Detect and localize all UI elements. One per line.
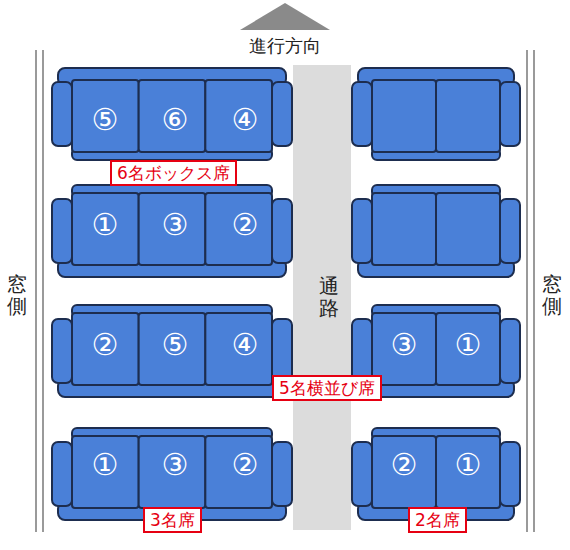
seat-cushion	[205, 193, 272, 265]
seat-armrest	[52, 199, 72, 263]
seat-cushion	[436, 313, 500, 385]
seat-armrest	[272, 82, 292, 146]
seat-cushion	[372, 193, 436, 265]
seat-armrest	[272, 199, 292, 263]
seat-armrest	[272, 319, 292, 383]
seat-type-label: 3名席	[150, 510, 195, 530]
seat-group	[52, 68, 520, 520]
seat-type-box: 2名席	[408, 507, 467, 533]
seat-number: ④	[232, 330, 259, 360]
aisle-band	[293, 65, 351, 530]
seat-type-box: 3名席	[143, 507, 202, 533]
window-line	[526, 50, 528, 532]
seat-armrest	[352, 319, 372, 383]
seat-number: ②	[232, 450, 259, 480]
seat-cushion	[205, 313, 272, 385]
seat-armrest	[500, 319, 520, 383]
seat-cushion	[372, 436, 436, 508]
seat-cushion	[372, 80, 436, 152]
seat-number: ①	[455, 450, 482, 480]
seat-armrest	[352, 82, 372, 146]
seat-cushion	[436, 80, 500, 152]
seat-cushion	[139, 436, 206, 508]
seat-number: ⑥	[162, 105, 189, 135]
seat-cushion	[436, 436, 500, 508]
seat-type-box: 5名横並び席	[272, 375, 382, 401]
seat-number: ②	[391, 450, 418, 480]
seat-number: ①	[92, 210, 119, 240]
seat-armrest	[500, 82, 520, 146]
seat-number: ③	[162, 450, 189, 480]
window-label: 窓側	[7, 273, 27, 317]
seat-cushion	[139, 193, 206, 265]
seat-number: ④	[232, 105, 259, 135]
seat-number: ③	[162, 210, 189, 240]
seat-number: ②	[92, 330, 119, 360]
seat-cushion	[205, 80, 272, 152]
seat-number: ①	[92, 450, 119, 480]
window-label: 窓側	[542, 273, 562, 317]
seat-number: ⑤	[162, 330, 189, 360]
seat-cushion	[72, 80, 139, 152]
seat-armrest	[500, 442, 520, 506]
aisle-label: 通路	[319, 275, 339, 319]
window-line	[35, 50, 37, 532]
seat-cushion	[72, 313, 139, 385]
seat-armrest	[52, 319, 72, 383]
seat-type-label: 6名ボックス席	[117, 163, 230, 183]
seat-armrest	[52, 82, 72, 146]
seat-type-label: 2名席	[415, 510, 460, 530]
seat-cushion	[72, 436, 139, 508]
direction-arrow	[240, 3, 330, 30]
seat-number: ③	[391, 330, 418, 360]
seat-cushion	[436, 193, 500, 265]
seat-number: ②	[232, 210, 259, 240]
seat-type-label: 5名横並び席	[279, 378, 375, 398]
seat-armrest	[272, 442, 292, 506]
seat-cushion	[139, 80, 206, 152]
seat-armrest	[352, 199, 372, 263]
seat-cushion	[205, 436, 272, 508]
seat-type-box: 6名ボックス席	[110, 160, 237, 186]
seat-number: ⑤	[92, 105, 119, 135]
direction-label: 進行方向	[249, 34, 321, 58]
window-line	[533, 50, 535, 532]
window-line	[42, 50, 44, 532]
seat-armrest	[500, 199, 520, 263]
seat-cushion	[72, 193, 139, 265]
seat-cushion	[139, 313, 206, 385]
seat-armrest	[352, 442, 372, 506]
seat-armrest	[52, 442, 72, 506]
seat-number: ①	[455, 330, 482, 360]
